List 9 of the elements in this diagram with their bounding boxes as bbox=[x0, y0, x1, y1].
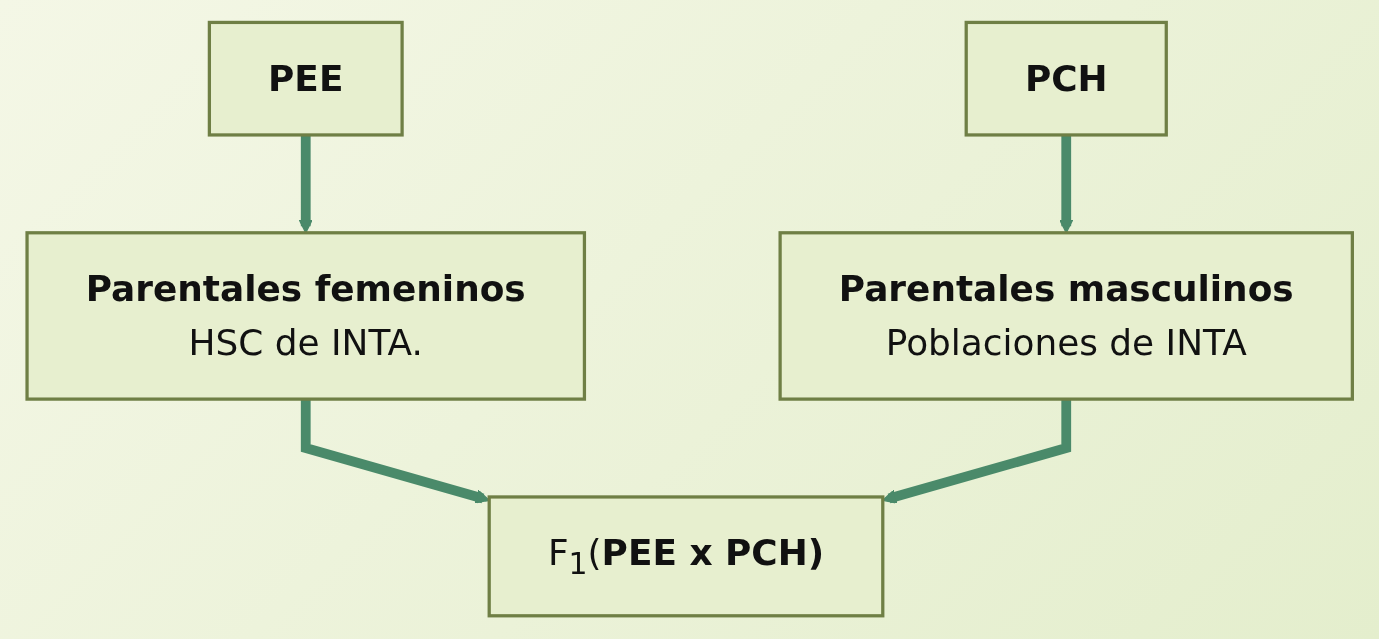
node-box: PCH bbox=[964, 21, 1168, 137]
node-box: Parentales femeninos HSC de INTA. bbox=[25, 231, 586, 402]
node-box: F$_{1}$(PEE x PCH) bbox=[487, 495, 885, 618]
arrow bbox=[300, 399, 490, 505]
node-box: PEE bbox=[207, 21, 404, 137]
node-box: Parentales masculinos Poblaciones de INTA bbox=[778, 231, 1354, 402]
arrow bbox=[1058, 135, 1074, 234]
arrow bbox=[881, 399, 1071, 505]
arrow bbox=[298, 135, 313, 234]
